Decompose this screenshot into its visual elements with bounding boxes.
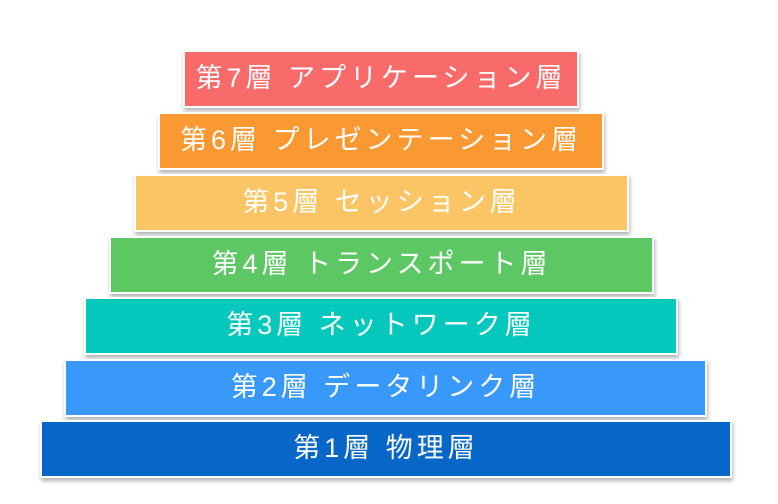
layer-bar-1: 第1層 物理層 — [40, 420, 732, 478]
layer-bar-3: 第3層 ネットワーク層 — [84, 297, 678, 355]
layer-label-5: 第5層 セッション層 — [242, 186, 521, 217]
layer-bar-5: 第5層 セッション層 — [134, 174, 629, 232]
layer-label-4: 第4層 トランスポート層 — [211, 248, 552, 279]
layer-label-3: 第3層 ネットワーク層 — [226, 309, 536, 340]
layer-label-1: 第1層 物理層 — [293, 432, 479, 463]
layer-bar-4: 第4層 トランスポート層 — [109, 236, 654, 294]
layer-bar-6: 第6層 プレゼンテーション層 — [158, 112, 604, 170]
layer-label-2: 第2層 データリンク層 — [230, 371, 541, 402]
layer-label-7: 第7層 アプリケーション層 — [195, 62, 567, 93]
layer-label-6: 第6層 プレゼンテーション層 — [180, 124, 582, 155]
layer-bar-2: 第2層 データリンク層 — [64, 359, 707, 417]
layer-bar-7: 第7層 アプリケーション層 — [183, 50, 579, 108]
